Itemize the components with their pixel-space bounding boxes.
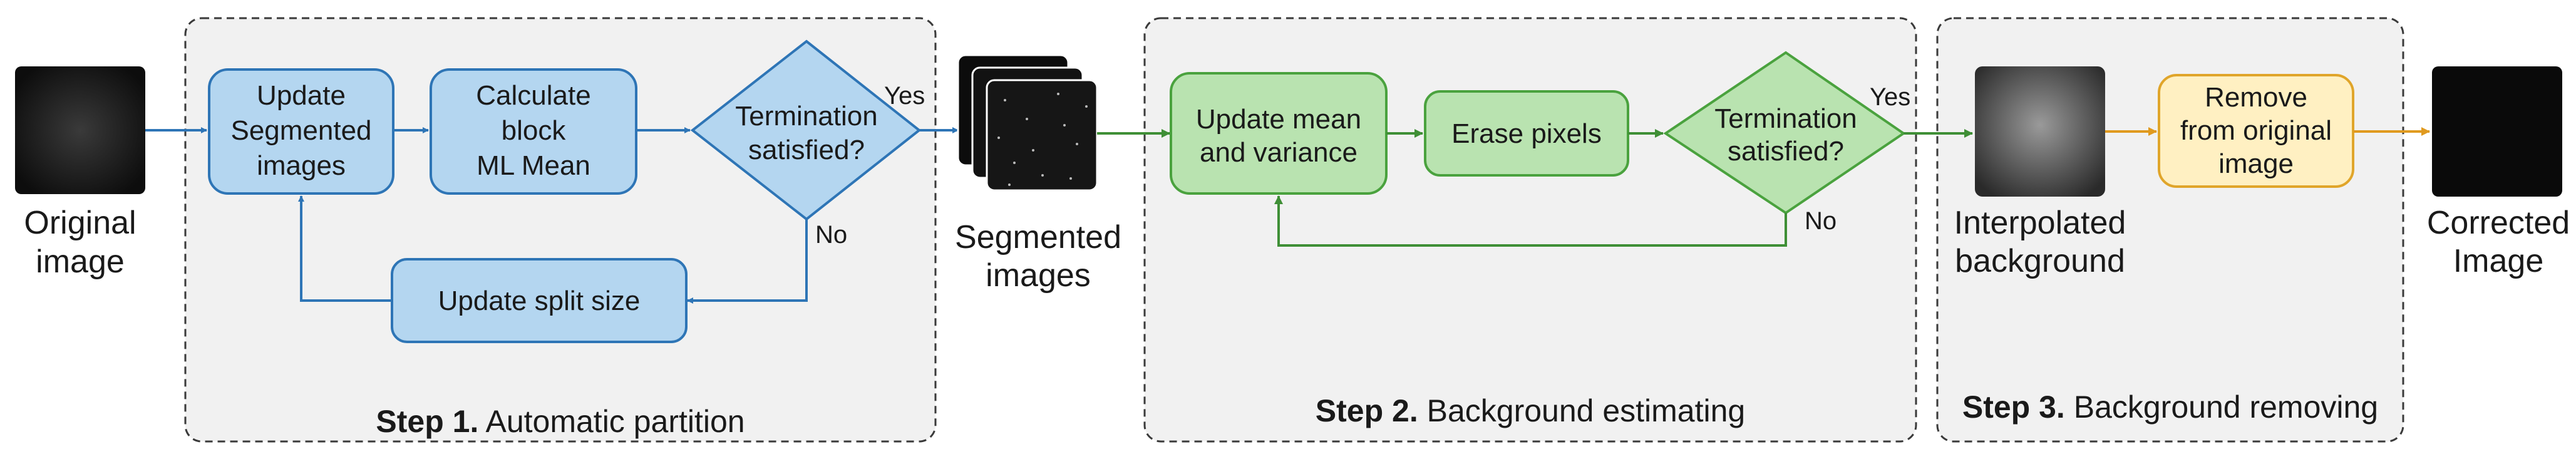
node-update-segmented-line3: images: [257, 150, 346, 181]
step2-no-label: No: [1805, 207, 1837, 235]
node-update-mean-line2: and variance: [1200, 137, 1358, 168]
node-update-mean-line1: Update mean: [1196, 104, 1361, 135]
corrected-image-thumbnail: [2432, 66, 2562, 197]
node-termination1-line1: Termination: [735, 101, 877, 132]
node-remove-line2: from original: [2180, 115, 2332, 146]
node-update-segmented-line2: Segmented: [230, 115, 371, 146]
step1-yes-label: Yes: [884, 82, 925, 110]
step2-title: Step 2. Background estimating: [1316, 393, 1745, 428]
corrected-caption-line2: Image: [2453, 243, 2544, 279]
interpolated-caption-line2: background: [1955, 243, 2125, 279]
segmented-images-caption-line2: images: [986, 257, 1091, 294]
node-remove-line3: image: [2218, 148, 2294, 179]
node-update-split-label: Update split size: [438, 286, 641, 316]
node-calc-block-line1: Calculate: [476, 80, 590, 111]
arrow-split-to-update: [298, 195, 392, 302]
node-update-segmented-line1: Update: [257, 80, 346, 111]
interpolated-caption-line1: Interpolated: [1954, 205, 2126, 241]
step1-no-label: No: [815, 221, 847, 249]
segmented-images-caption-line1: Segmented: [955, 219, 1121, 255]
node-calc-block-line3: ML Mean: [477, 150, 590, 181]
arrow-termination1-no-to-split: [687, 219, 808, 304]
node-erase-label: Erase pixels: [1451, 118, 1602, 149]
interpolated-background-thumbnail: [1975, 66, 2105, 197]
step1-title: Step 1. Automatic partition: [376, 404, 744, 439]
node-termination1-line2: satisfied?: [748, 135, 865, 165]
arrow-termination2-no-loop: [1274, 195, 1787, 247]
step2-yes-label: Yes: [1870, 83, 1910, 111]
step3-title: Step 3. Background removing: [1962, 389, 2378, 425]
node-termination2-line1: Termination: [1714, 103, 1857, 134]
segmented-images-stack: [957, 54, 1098, 192]
node-remove-line1: Remove: [2205, 82, 2307, 113]
node-termination2-line2: satisfied?: [1728, 136, 1844, 167]
original-image-caption-line1: Original: [24, 205, 136, 241]
original-image-caption-line2: image: [36, 244, 125, 280]
node-calc-block-line2: block: [502, 115, 567, 146]
corrected-caption-line1: Corrected: [2427, 205, 2570, 241]
original-image-thumbnail: [15, 66, 145, 194]
